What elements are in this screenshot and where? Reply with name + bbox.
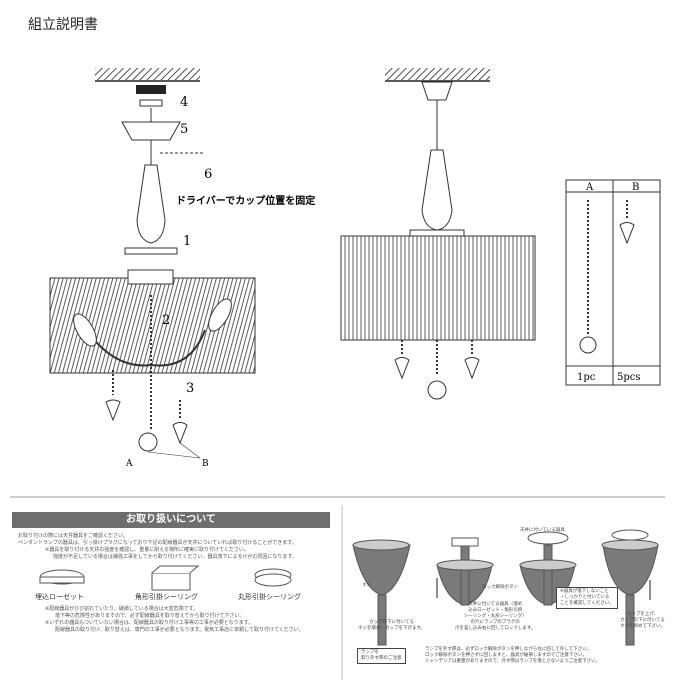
step-text: カップの下に付いてる bbox=[369, 620, 414, 625]
step-text: 爪を差し込み右に回してロックします。 bbox=[455, 626, 536, 631]
warning-line: ※いずれの器具もついていない場合は、配線器具の取り付け工事等の工事が必要となりま… bbox=[45, 620, 254, 626]
step-text: 込みローゼット・角形引掛 bbox=[468, 608, 523, 613]
ceiling-fixture-label: 天井に付いている器具 bbox=[520, 528, 565, 533]
confirm-note: ※器具が落下しないこと ・しっかりと付いている ことを確認してください。 bbox=[556, 587, 618, 609]
parts-header-b: B bbox=[632, 182, 639, 193]
confirm-note-line: ことを確認してください。 bbox=[560, 601, 614, 606]
screw-label: ネジ bbox=[362, 583, 371, 588]
step-label-2: 2 bbox=[162, 313, 170, 328]
handling-line: ※器具を取り付ける天井の強度を確認し、重量に耐える場所に確実に取り付けてください… bbox=[45, 547, 249, 553]
warning-line: 落下等の危険性がありますので、必ず配線器具を取り替えてから取り付けて下さい。 bbox=[55, 613, 245, 619]
removal-text-line: シャンデリアは重量がありますので、外す際はランプを落とさないようご注意下さい。 bbox=[425, 659, 601, 664]
install-step-3: カップを上げ、 カップの下に付いてる ネジを締めて下さい。 bbox=[620, 612, 665, 630]
step-text: 天井に付いてる器具（埋め bbox=[468, 602, 523, 607]
parts-header-a: A bbox=[585, 182, 594, 193]
confirm-note-line: ・しっかりと付いている bbox=[560, 595, 610, 600]
step-label-5: 5 bbox=[180, 122, 188, 137]
part-label-a: A bbox=[125, 459, 133, 469]
screwdriver-note: ドライバーでカップ位置を固定 bbox=[176, 194, 315, 207]
warning-line: ※配線器具がひび割れていたり、破損している場合は大変危険です。 bbox=[45, 606, 199, 612]
step-label-4: 4 bbox=[180, 95, 188, 110]
part-label-b: B bbox=[202, 459, 209, 469]
exploded-chandelier-diagram: 4 5 6 1 2 3 ドライバーでカップ位置を固定 A B bbox=[49, 68, 315, 469]
warning-line: 配線器具の取り付け、取り替えは、専門の工事が必要となります。電気工事店に依頼して… bbox=[55, 627, 304, 633]
step-text: の穴にランプのプラグの bbox=[470, 620, 520, 625]
fixture-label: 角形引掛シーリング bbox=[135, 593, 198, 601]
handling-line: お取り付けの際には天井器具をご確認ください。 bbox=[18, 533, 129, 539]
step-text: カップの下に付いてる bbox=[620, 618, 665, 623]
step-text: ネジを締めて下さい。 bbox=[620, 624, 665, 629]
confirm-note-line: ※器具が落下しないこと bbox=[560, 589, 609, 594]
removal-text: ランプを外す際は、必ずロック解除ボタンを押しながら左に回して外して下さい。 ロッ… bbox=[425, 647, 600, 665]
removal-label: ランプを 取り外す際のご注意 bbox=[357, 648, 406, 664]
page-title: 組立説明書 bbox=[28, 17, 98, 33]
removal-label-line: 取り外す際のご注意 bbox=[361, 656, 402, 661]
fixture-label: 埋込ローゼット bbox=[35, 593, 84, 601]
parts-qty-a: 1pc bbox=[577, 372, 596, 383]
parts-box: A B 1pc 5pcs bbox=[565, 179, 661, 386]
assembled-chandelier-diagram bbox=[340, 68, 536, 400]
handling-line: ペンダントランプの器具は、引っ掛けプラグになっており下記の配線器具が天井について… bbox=[18, 540, 297, 546]
step-text: カップを上げ、 bbox=[626, 612, 659, 617]
fixture-label: 丸形引掛シーリング bbox=[238, 593, 301, 601]
removal-text-line: ランプを外す際は、必ずロック解除ボタンを押しながら左に回して外して下さい。 bbox=[425, 647, 592, 652]
parts-qty-b: 5pcs bbox=[617, 372, 641, 383]
step-text: ネジを緩め、カップを下げます。 bbox=[358, 626, 426, 631]
handling-banner: お取り扱いについて bbox=[12, 512, 330, 528]
fixture-icons bbox=[39, 565, 292, 591]
step-text: シーリング・丸形シーリング） bbox=[463, 614, 527, 619]
install-step-2: 天井に付いてる器具（埋め 込みローゼット・角形引掛 シーリング・丸形シーリング）… bbox=[455, 602, 535, 632]
install-steps-illustration bbox=[352, 529, 659, 646]
install-step-1: カップの下に付いてる ネジを緩め、カップを下げます。 bbox=[358, 620, 425, 632]
removal-text-line: ロック解除ボタンを押さずに回しますと、器具が破損しますのでご注意下さい。 bbox=[425, 653, 587, 658]
handling-line: 強度が不足している場合は補強工事をしてから取り付けてください。器具落下によるけが… bbox=[53, 554, 297, 560]
step-label-6: 6 bbox=[204, 167, 212, 182]
step-label-3: 3 bbox=[186, 381, 194, 396]
lock-button-label: ロック解除ボタン bbox=[482, 585, 518, 590]
step-label-1: 1 bbox=[183, 234, 191, 249]
removal-label-line: ランプを bbox=[361, 650, 379, 655]
